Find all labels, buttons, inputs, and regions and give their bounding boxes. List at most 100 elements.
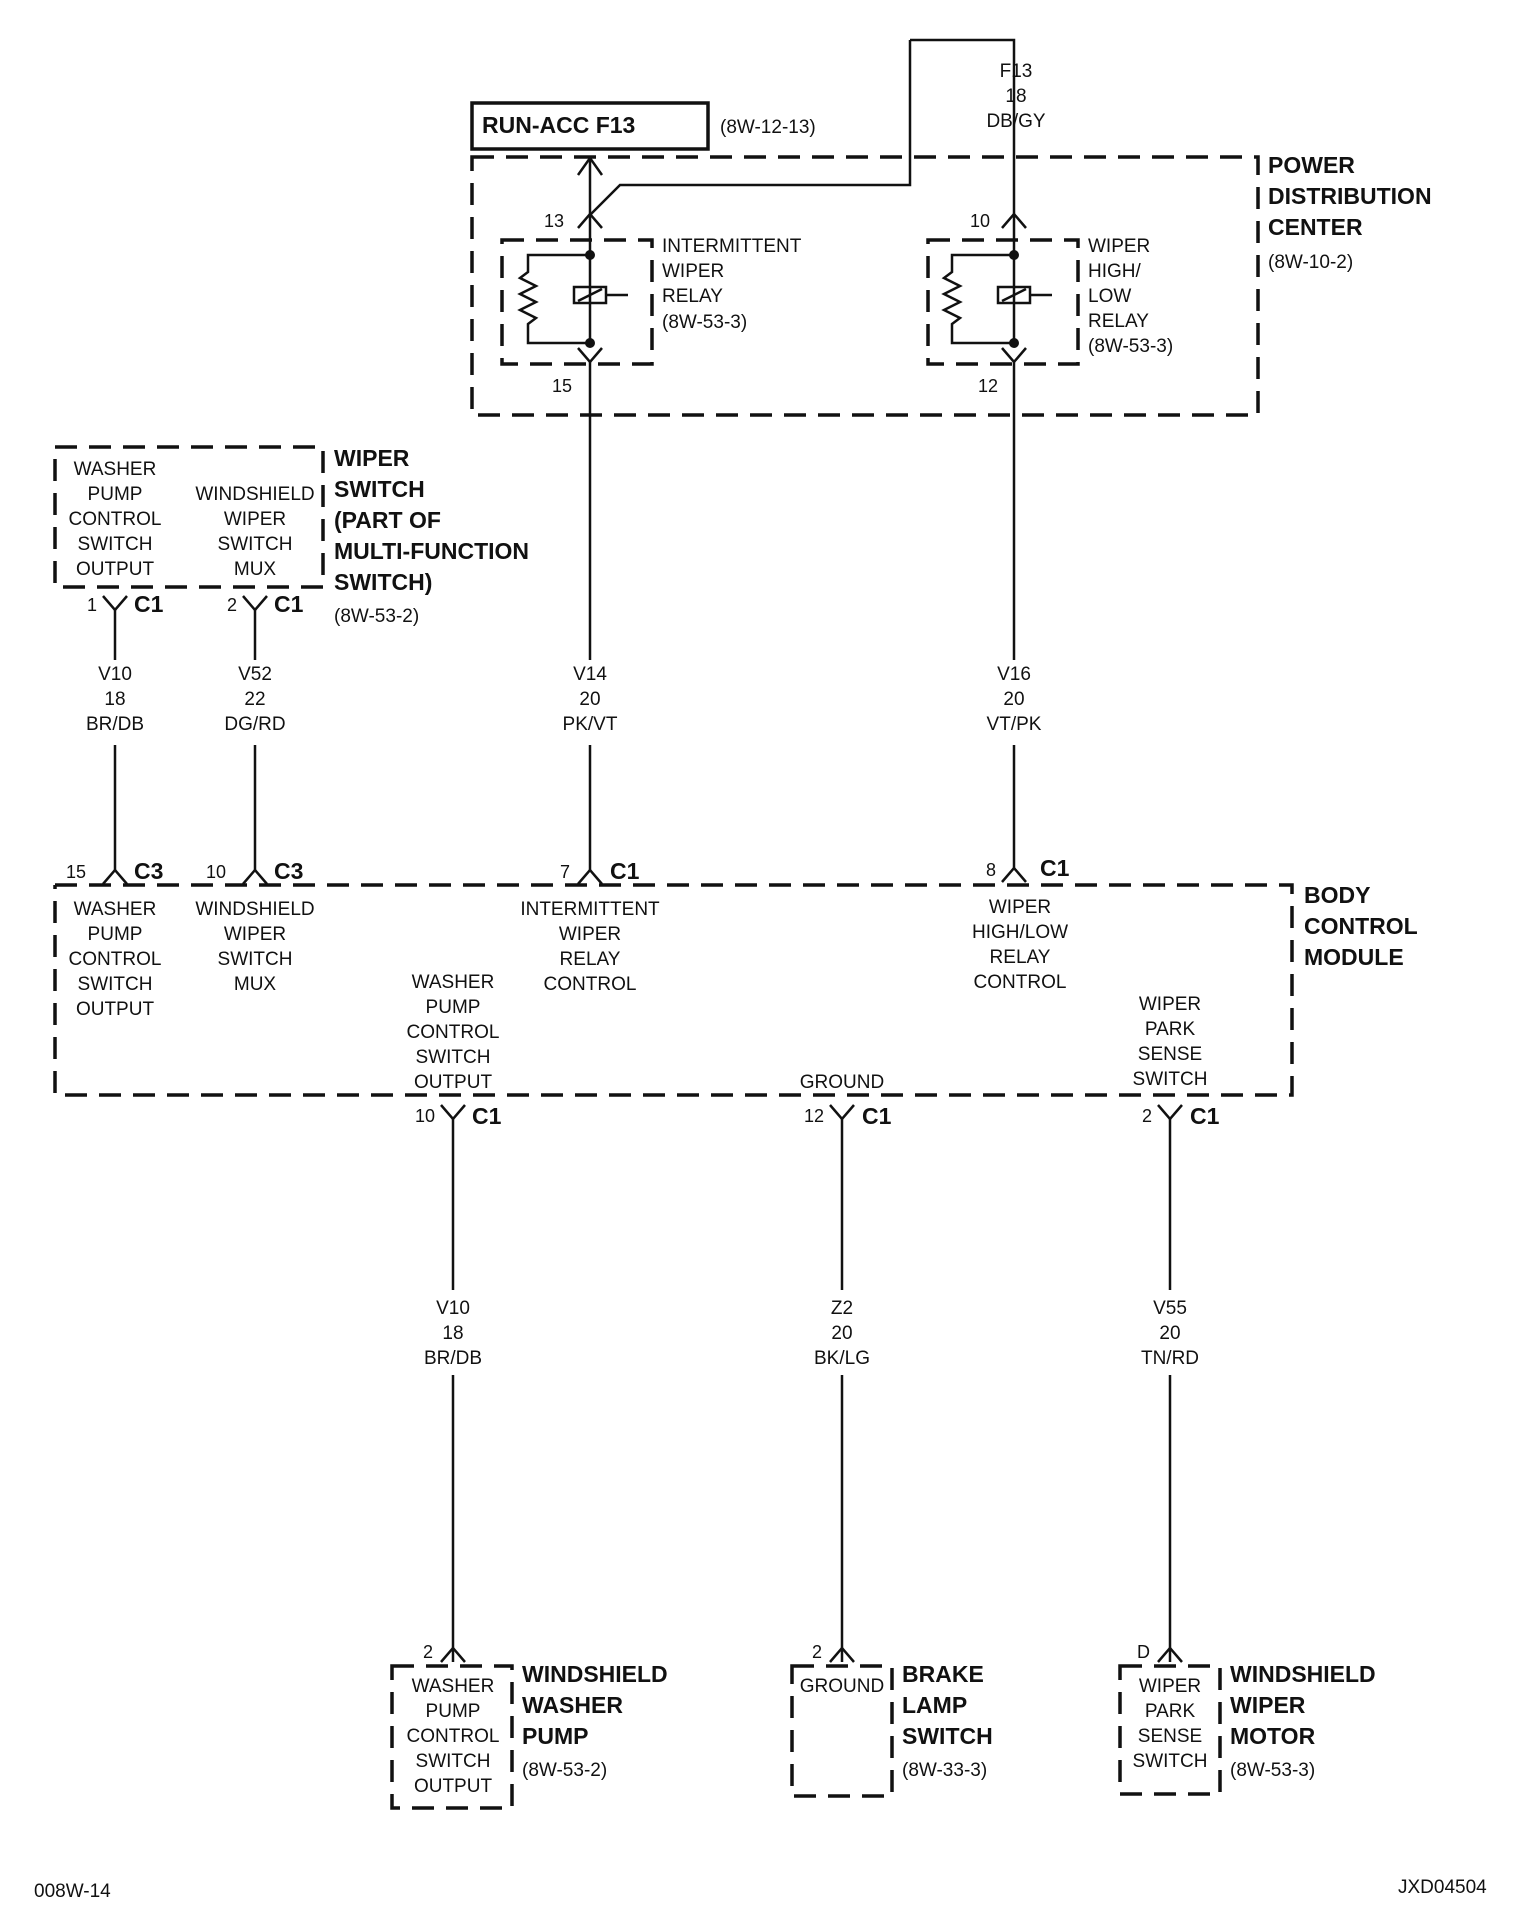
hl-relay-pin-top: 10	[970, 211, 990, 231]
int-relay-label-4: (8W-53-3)	[662, 312, 747, 333]
ws-conn2-symbol	[242, 595, 268, 612]
pump-title-1: WINDSHIELD	[522, 1661, 668, 1687]
motor-ref: (8W-53-3)	[1230, 1760, 1315, 1781]
bcm-wout-4: SWITCH	[416, 1047, 491, 1068]
brake-conn-symbol	[829, 1646, 855, 1663]
bcm-top-pin-2: 10	[206, 862, 226, 882]
hl-relay-label-2: HIGH/	[1088, 261, 1142, 282]
ws-mux-1: WINDSHIELD	[195, 484, 314, 505]
bcm-c3-15-symbol	[102, 868, 128, 885]
wire-v16-circuit: V16	[997, 664, 1031, 685]
bcm-washer-1: WASHER	[74, 899, 157, 920]
pump-inner-1: WASHER	[412, 1676, 495, 1697]
bcm-bot-pin-1: 10	[415, 1106, 435, 1126]
fuse-feed-arrow	[576, 155, 604, 176]
int-relay-pin-top: 13	[544, 211, 564, 231]
pdc-title-3: CENTER	[1268, 214, 1363, 240]
bcm-mux-1: WINDSHIELD	[195, 899, 314, 920]
ws-mux-2: WIPER	[224, 509, 286, 530]
run-acc-fuse-box	[470, 101, 710, 151]
bcm-c1-7-symbol	[577, 868, 603, 885]
motor-title-1: WINDSHIELD	[1230, 1661, 1376, 1687]
hl-relay-label-4: RELAY	[1088, 311, 1149, 332]
pdc-boundary	[470, 155, 1260, 417]
motor-title-3: MOTOR	[1230, 1723, 1316, 1749]
int-relay-pin-bottom: 15	[552, 376, 572, 396]
feed-wire-top	[910, 38, 1016, 140]
bcm-hl-4: CONTROL	[974, 972, 1067, 993]
bcm-top-conn-3: C1	[610, 858, 640, 884]
bcm-bot-conn-3: C1	[1190, 1103, 1220, 1129]
pump-title-2: WASHER	[522, 1692, 623, 1718]
run-acc-ref: (8W-12-13)	[720, 117, 816, 138]
bcm-mux-3: SWITCH	[218, 949, 293, 970]
motor-inner-2: PARK	[1145, 1701, 1196, 1722]
pump-title-3: PUMP	[522, 1723, 588, 1749]
bcm-title-2: CONTROL	[1304, 913, 1418, 939]
wire-z2-color: BK/LG	[814, 1348, 870, 1369]
ws-conn2-name: C1	[274, 591, 304, 617]
ws-conn2-pin: 2	[227, 595, 237, 615]
brake-title-3: SWITCH	[902, 1723, 993, 1749]
feed-wire-jumper	[589, 40, 912, 216]
ws-washer-4: SWITCH	[78, 534, 153, 555]
bcm-park-2: PARK	[1145, 1019, 1196, 1040]
pump-inner-3: CONTROL	[407, 1726, 500, 1747]
wiper-high-low-relay	[926, 140, 1080, 378]
bcm-int-3: RELAY	[560, 949, 621, 970]
wire-v14-color: PK/VT	[563, 714, 618, 735]
bcm-mux-4: MUX	[234, 974, 277, 995]
brake-ref: (8W-33-3)	[902, 1760, 987, 1781]
bcm-int-4: CONTROL	[544, 974, 637, 995]
ws-washer-3: CONTROL	[69, 509, 162, 530]
hl-relay-label-5: (8W-53-3)	[1088, 336, 1173, 357]
int-relay-label-3: RELAY	[662, 286, 723, 307]
bcm-title-1: BODY	[1304, 882, 1370, 908]
bcm-washer-3: CONTROL	[69, 949, 162, 970]
pump-ref: (8W-53-2)	[522, 1760, 607, 1781]
wire-v52-color: DG/RD	[224, 714, 285, 735]
bcm-hl-3: RELAY	[990, 947, 1051, 968]
bcm-mux-2: WIPER	[224, 924, 286, 945]
brake-title-1: BRAKE	[902, 1661, 984, 1687]
bcm-hl-1: WIPER	[989, 897, 1051, 918]
pdc-ref: (8W-10-2)	[1268, 252, 1353, 273]
motor-inner-1: WIPER	[1139, 1676, 1201, 1697]
washer-pump-boundary	[390, 1664, 514, 1810]
pdc-title-2: DISTRIBUTION	[1268, 183, 1432, 209]
wire-v16-color: VT/PK	[987, 714, 1042, 735]
bcm-bot-pin-2: 12	[804, 1106, 824, 1126]
motor-pin: D	[1137, 1642, 1150, 1662]
motor-title-2: WIPER	[1230, 1692, 1306, 1718]
bcm-int-1: INTERMITTENT	[520, 899, 660, 920]
wire-v10b-color: BR/DB	[424, 1348, 482, 1369]
ws-washer-1: WASHER	[74, 459, 157, 480]
bcm-top-pin-4: 8	[986, 860, 996, 880]
ws-title-4: MULTI-FUNCTION	[334, 538, 529, 564]
ws-washer-5: OUTPUT	[76, 559, 155, 580]
feed-circuit: F13	[1000, 61, 1033, 82]
bcm-bot-conn3-symbol	[1157, 1104, 1183, 1121]
pump-inner-2: PUMP	[426, 1701, 481, 1722]
bcm-top-conn-4: C1	[1040, 855, 1070, 881]
wiper-motor-boundary	[1118, 1664, 1222, 1796]
hl-relay-label-3: LOW	[1088, 286, 1131, 307]
wire-v10-gauge: 18	[104, 689, 125, 710]
bcm-int-2: WIPER	[559, 924, 621, 945]
bcm-bot-conn2-symbol	[829, 1104, 855, 1121]
wire-z2-gauge: 20	[831, 1323, 852, 1344]
wire-v14-gauge: 20	[579, 689, 600, 710]
int-relay-label-2: WIPER	[662, 261, 724, 282]
intermittent-wiper-relay	[500, 212, 654, 378]
ws-ref: (8W-53-2)	[334, 606, 419, 627]
wire-v52-gauge: 22	[244, 689, 265, 710]
pump-conn-symbol	[440, 1646, 466, 1663]
int-relay-label-1: INTERMITTENT	[662, 236, 802, 257]
wire-v55-circuit: V55	[1153, 1298, 1187, 1319]
pump-pin: 2	[423, 1642, 433, 1662]
brake-inner: GROUND	[800, 1676, 884, 1697]
bcm-park-3: SENSE	[1138, 1044, 1202, 1065]
bcm-hl-2: HIGH/LOW	[972, 922, 1068, 943]
ws-mux-3: SWITCH	[218, 534, 293, 555]
